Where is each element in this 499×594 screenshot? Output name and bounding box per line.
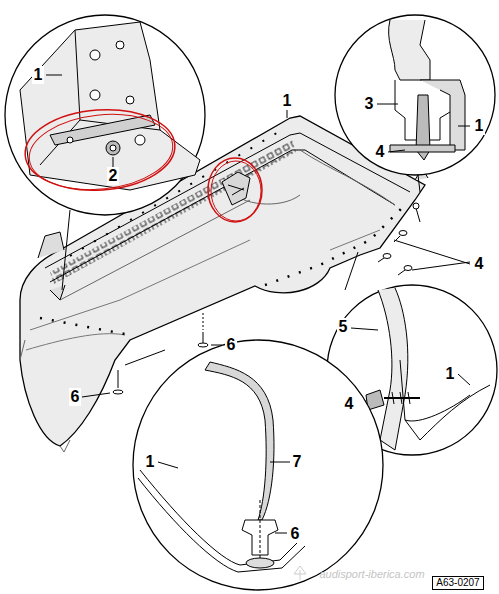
callout-number: 7 bbox=[291, 453, 304, 471]
callout-number: 4 bbox=[374, 143, 387, 161]
callout-number: 5 bbox=[337, 318, 350, 336]
callout-number: 1 bbox=[281, 92, 294, 110]
callout-number: 4 bbox=[343, 395, 356, 413]
callout-number: 1 bbox=[144, 453, 157, 471]
callout-number: 6 bbox=[225, 336, 238, 354]
callout-number: 1 bbox=[473, 117, 486, 135]
callout-number: 1 bbox=[444, 365, 457, 383]
callout-number: 3 bbox=[363, 95, 376, 113]
callout-number: 2 bbox=[107, 167, 120, 185]
callout-number: 1 bbox=[32, 66, 45, 84]
callout-number: 6 bbox=[289, 525, 302, 543]
watermark: audisport-iberica.com bbox=[317, 568, 426, 581]
callout-number: 4 bbox=[473, 255, 486, 273]
figure-code: A63-0207 bbox=[432, 576, 483, 590]
callout-number: 6 bbox=[69, 388, 82, 406]
